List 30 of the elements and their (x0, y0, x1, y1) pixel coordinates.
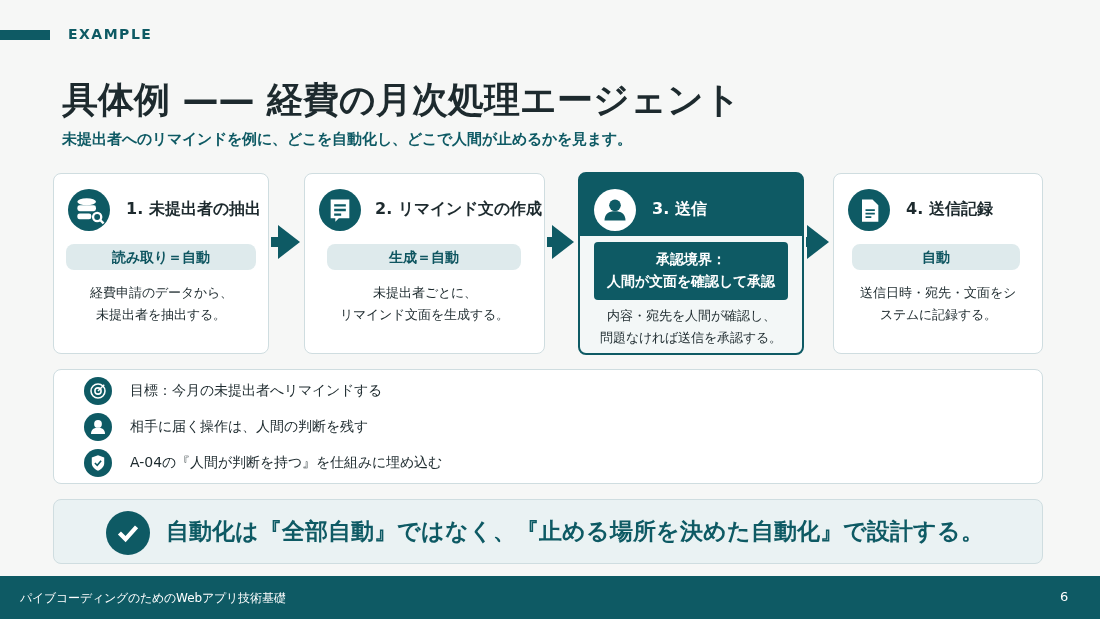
approval-box: 承認境界：人間が文面を確認して承認 (594, 242, 788, 300)
flow-arrow (806, 225, 829, 259)
step-title: 3. 送信 (652, 199, 707, 220)
conclusion-text: 自動化は『全部自動』ではなく、『止める場所を決めた自動化』で設計する。 (166, 517, 984, 546)
status-pill: 自動 (852, 244, 1020, 270)
status-pill: 読み取り＝自動 (66, 244, 256, 270)
step-description: 送信日時・宛先・文面をシステムに記録する。 (859, 284, 1017, 324)
step-card (833, 173, 1043, 354)
step-card (53, 173, 269, 354)
step-description: 未提出者ごとに、リマインド文面を生成する。 (339, 284, 510, 324)
step-title: 1. 未提出者の抽出 (126, 199, 261, 220)
step-description: 経費申請のデータから、未提出者を抽出する。 (88, 284, 234, 324)
status-pill: 生成＝自動 (327, 244, 521, 270)
note-text: 相手に届く操作は、人間の判断を残す (130, 418, 368, 436)
flow-arrow (547, 225, 574, 259)
step-card (578, 172, 804, 355)
notes-panel (53, 369, 1043, 484)
note-text: A-04の『人間が判断を持つ』を仕組みに埋め込む (130, 454, 443, 472)
footer-text: パイブコーディングのためのWebアプリ技術基礎 (20, 590, 287, 607)
step-card (304, 173, 545, 354)
flow-arrow (271, 225, 300, 259)
step-title: 4. 送信記録 (906, 199, 993, 220)
section-label: EXAMPLE (68, 26, 153, 42)
note-text: 目標：今月の未提出者へリマインドする (130, 382, 382, 400)
subtitle: 未提出者へのリマインドを例に、どこを自動化し、どこで人間が止めるかを見ます。 (62, 130, 632, 149)
title: 具体例 —— 経費の月次処理エージェント (62, 78, 742, 122)
conclusion-banner (53, 499, 1043, 564)
step-description: 内容・宛先を人間が確認し、問題なければ送信を承認する。 (599, 307, 783, 347)
page-number: 6 (1060, 589, 1069, 604)
step-title: 2. リマインド文の作成 (375, 199, 542, 220)
